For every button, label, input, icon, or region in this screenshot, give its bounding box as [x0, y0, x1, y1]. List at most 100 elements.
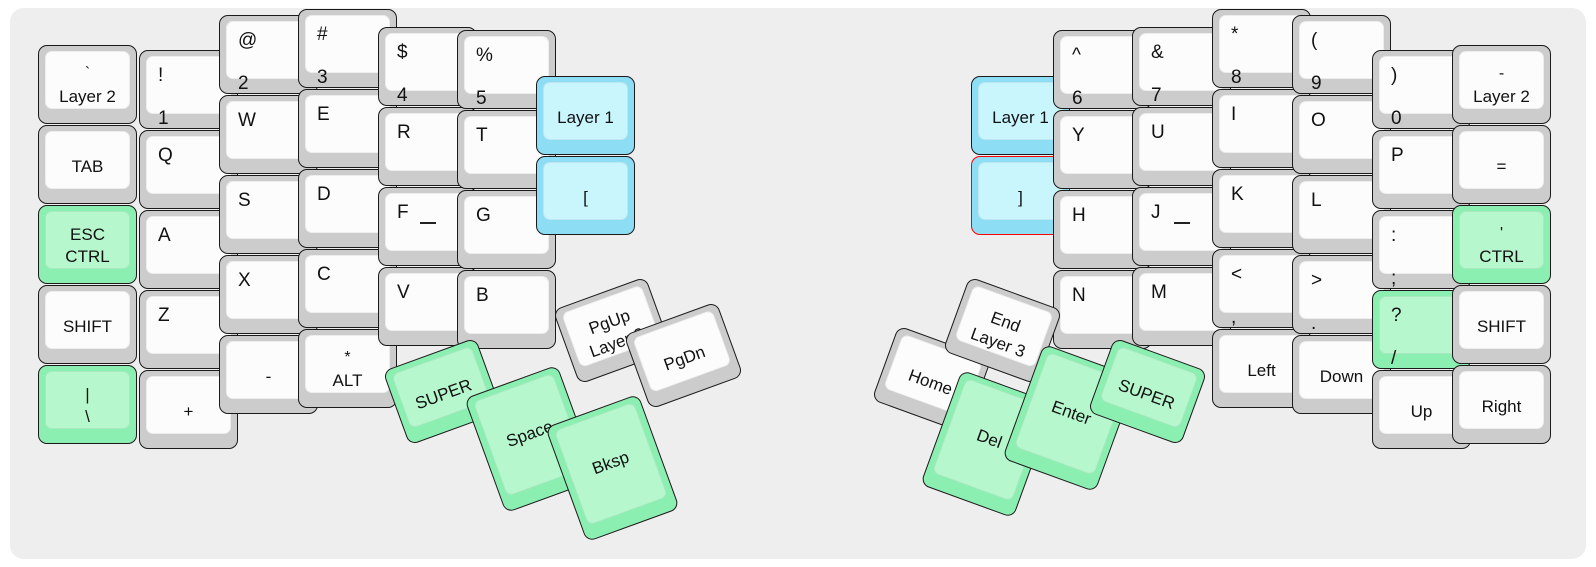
key-cap: (9: [1299, 21, 1384, 93]
key-right-index-inner-h[interactable]: H: [1053, 190, 1152, 269]
key-left-index-inner-b[interactable]: B: [457, 270, 556, 349]
key-left-ring-x[interactable]: X: [219, 255, 318, 334]
key-left-index-inner-percent-5[interactable]: %5: [457, 30, 556, 109]
thumb-legend: PgDn: [661, 342, 708, 375]
key-cap: TAB: [45, 131, 130, 189]
key-legend-shift: N: [1072, 285, 1086, 306]
key-cap: W: [226, 101, 311, 159]
key-cap: >.: [1299, 261, 1384, 333]
key-left-pinky-inner-z[interactable]: Z: [139, 290, 238, 369]
key-left-pinky-outer-pipe-backslash[interactable]: |\: [38, 365, 137, 444]
key-legend-shift: >: [1311, 270, 1323, 291]
key-legend-shift: !: [158, 65, 164, 86]
key-legend-shift: S: [238, 190, 251, 211]
key-cap: SUPER: [1099, 345, 1199, 430]
key-legend-base: 3: [317, 67, 328, 88]
key-left-pinky-outer-shift[interactable]: SHIFT: [38, 285, 137, 364]
thumb-legend: Bksp: [589, 447, 632, 479]
key-legend-shift: L: [1311, 190, 1322, 211]
key-cap: Layer 1: [978, 82, 1063, 140]
key-cap: M: [1139, 273, 1224, 331]
key-legend-shift: $: [397, 42, 408, 63]
key-legend-shift: V: [397, 282, 410, 303]
key-cap: E: [305, 95, 390, 153]
key-legend-main: Up: [1410, 402, 1433, 421]
key-left-pinky-outer-layer2-backtick[interactable]: `Layer 2: [38, 45, 137, 124]
key-right-pinky-outer-right-arrow[interactable]: Right: [1452, 365, 1551, 444]
key-legend-base: /: [1391, 348, 1397, 369]
key-right-pinky-outer-equals[interactable]: =: [1452, 125, 1551, 204]
key-cap: [: [543, 162, 628, 220]
key-left-pinky-outer-tab[interactable]: TAB: [38, 125, 137, 204]
thumb-legend: SUPER: [1115, 375, 1178, 414]
key-cap: X: [226, 261, 311, 319]
key-right-index-m[interactable]: M: [1132, 267, 1231, 346]
key-cap: C: [305, 255, 390, 313]
homing-bar: [1173, 222, 1190, 224]
key-cap: $4: [385, 33, 470, 105]
key-legend-base: 6: [1072, 88, 1083, 109]
key-legend-main: CTRL: [1479, 247, 1524, 266]
key-cap: R: [385, 113, 470, 171]
key-cap: H: [1060, 196, 1145, 254]
key-legend-base: 4: [397, 85, 408, 106]
key-cap: *ALT: [305, 335, 390, 393]
key-legend-main: +: [183, 402, 194, 421]
key-legend-base: 1: [158, 108, 169, 129]
key-cap: I: [1219, 95, 1304, 153]
key-legend-shift: F: [397, 202, 409, 223]
key-legend-shift: (: [1311, 30, 1318, 51]
homing-bar: [419, 222, 436, 224]
key-legend-shift: Y: [1072, 125, 1085, 146]
key-legend-main: Layer 2: [59, 87, 116, 106]
key-cap: Right: [1459, 371, 1544, 429]
key-legend-main: ]: [1018, 188, 1023, 207]
key-legend-base: 5: [476, 88, 487, 109]
key-cap: ]: [978, 162, 1063, 220]
key-right-pinky-outer-quote-ctrl[interactable]: 'CTRL: [1452, 205, 1551, 284]
key-cap: J: [1139, 193, 1224, 251]
key-cap: S: [226, 181, 311, 239]
key-cap: `Layer 2: [45, 51, 130, 109]
key-legend-base: ;: [1391, 268, 1397, 289]
key-legend-bottom: \: [85, 407, 90, 426]
key-legend-main: [: [583, 188, 588, 207]
key-cap: SHIFT: [45, 291, 130, 349]
key-right-pinky-outer-shift[interactable]: SHIFT: [1452, 285, 1551, 364]
key-cap: T: [464, 116, 549, 174]
key-legend-main: SHIFT: [1476, 317, 1527, 336]
key-cap: !1: [146, 56, 231, 128]
key-legend-shift: -: [1498, 65, 1505, 82]
key-cap: ^6: [1060, 36, 1145, 108]
key-legend-shift: *: [344, 349, 351, 366]
key-legend-shift: K: [1231, 184, 1244, 205]
key-legend-shift: E: [317, 104, 330, 125]
key-cap: +: [146, 376, 231, 434]
key-legend-main: Down: [1319, 367, 1364, 386]
key-right-index-inner-n[interactable]: N: [1053, 270, 1152, 349]
key-cap: Layer 1: [543, 82, 628, 140]
key-left-middle-star-alt[interactable]: *ALT: [298, 329, 397, 408]
key-cap: P: [1379, 136, 1464, 194]
key-legend-shift: B: [476, 285, 489, 306]
key-legend-top: |: [85, 385, 90, 404]
key-left-extra-inner-layer1[interactable]: Layer 1: [536, 76, 635, 155]
key-legend-shift: D: [317, 184, 331, 205]
key-cap: K: [1219, 175, 1304, 233]
key-cap: <,: [1219, 255, 1304, 327]
key-legend-shift: J: [1151, 202, 1161, 223]
key-cap: O: [1299, 101, 1384, 159]
key-legend-shift: G: [476, 205, 491, 226]
key-right-pinky-outer-dash-layer2[interactable]: -Layer 2: [1452, 45, 1551, 124]
key-legend-shift: <: [1231, 264, 1243, 285]
key-legend-base: 0: [1391, 108, 1402, 129]
key-right-middle-left-arrow[interactable]: Left: [1212, 329, 1311, 408]
key-legend-shift: #: [317, 24, 328, 45]
key-legend-base: .: [1311, 313, 1317, 334]
key-left-extra-inner-bracket-left[interactable]: [: [536, 156, 635, 235]
key-legend-shift: &: [1151, 42, 1164, 63]
key-legend-shift: P: [1391, 145, 1404, 166]
key-left-index-dollar-4[interactable]: $4: [378, 27, 477, 106]
